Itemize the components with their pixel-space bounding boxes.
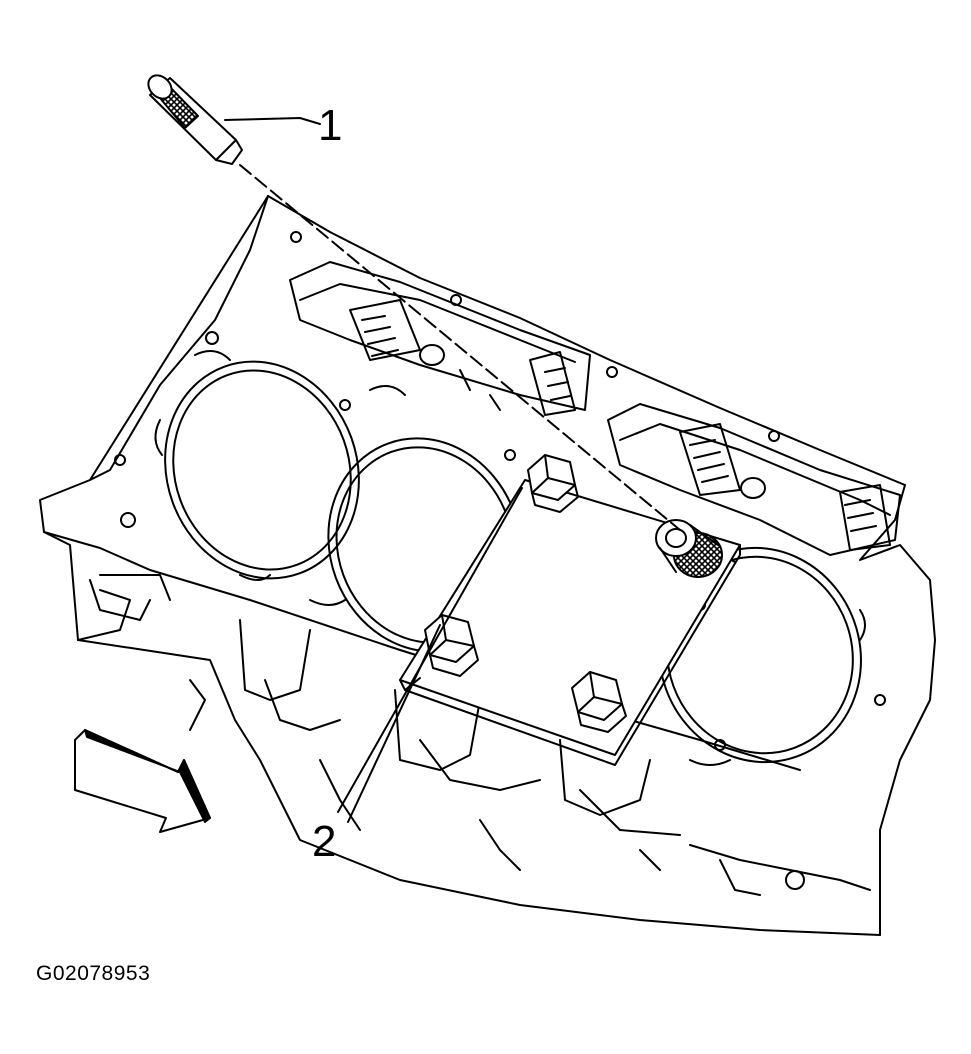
leader-line-1 <box>225 118 320 124</box>
bolt-lower-right <box>572 672 626 732</box>
front-direction-arrow <box>75 730 210 832</box>
crankcase-lower <box>90 575 680 870</box>
bore-tool-plate <box>400 480 740 765</box>
engine-block-outline <box>40 196 935 935</box>
leader-line-2-upper <box>348 625 440 822</box>
bolt-upper-left <box>528 455 578 512</box>
installation-path-line <box>240 165 680 530</box>
alignment-pin-tool <box>144 71 242 164</box>
callout-label-2: 2 <box>312 817 337 866</box>
cylinder-bore-1 <box>135 334 389 606</box>
callout-label-1: 1 <box>318 101 343 150</box>
leader-line-2-lower <box>338 488 522 812</box>
figure-id: G02078953 <box>36 962 151 985</box>
bolt-lower-left <box>425 615 478 676</box>
lifter-valley <box>290 262 900 555</box>
knurled-adjuster-nut <box>656 520 722 577</box>
